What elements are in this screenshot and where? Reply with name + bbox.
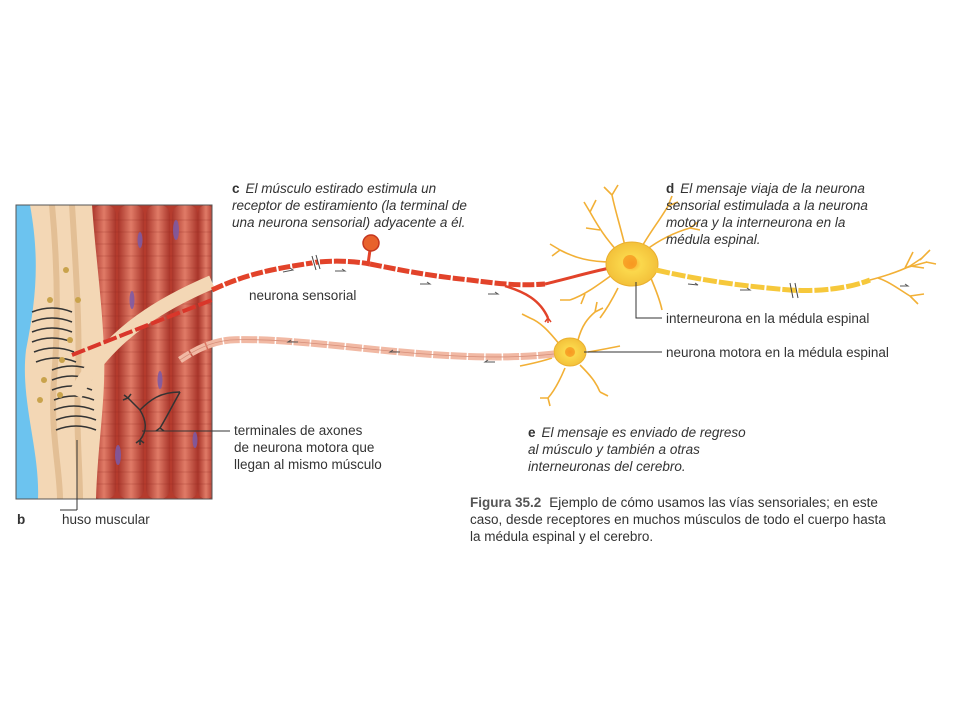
nerve-bundle — [68, 275, 215, 399]
caption-line-3: la médula espinal y el cerebro. — [470, 529, 654, 544]
panel-d-line-3: motora y la interneurona en la — [666, 215, 846, 230]
muscle-spindle — [24, 205, 105, 499]
axon-terminals-label: terminales de axones de neurona motora q… — [234, 422, 382, 473]
panel-d-letter: d — [666, 181, 675, 196]
panel-e-line-3: interneuronas del cerebro. — [528, 459, 686, 474]
panel-e-line-1: El mensaje es enviado de regreso — [541, 425, 746, 440]
panel-e-line-2: al músculo y también a otras — [528, 442, 700, 457]
panel-c-line-2: receptor de estiramiento (la terminal de — [232, 198, 467, 213]
leader-lines — [60, 282, 662, 511]
interneuron-label: interneurona en la médula espinal — [666, 311, 870, 326]
panel-d-line-4: médula espinal. — [666, 232, 761, 247]
axon-terminals-line-2: de neurona motora que — [234, 440, 375, 455]
panel-c-letter: c — [232, 181, 240, 196]
sensory-neuron-label: neurona sensorial — [249, 288, 357, 303]
panel-c-line-3: una neurona sensorial) adyacente a él. — [232, 215, 466, 230]
panel-e-text: e El mensaje es enviado de regreso al mús… — [528, 424, 746, 475]
panel-d-line-2: sensorial estimulada a la neurona — [666, 198, 868, 213]
figure-caption: Figura 35.2 Ejemplo de cómo usamos las ví… — [470, 494, 940, 545]
caption-line-2: caso, desde receptores en muchos músculo… — [470, 512, 886, 527]
motor-axon-terminals — [122, 391, 181, 445]
muscle-fibers — [24, 205, 212, 499]
panel-d-line-1: El mensaje viaja de la neurona — [680, 181, 865, 196]
panel-b-letter: b — [17, 512, 26, 527]
caption-line-1: Ejemplo de cómo usamos las vías sensoria… — [549, 495, 878, 510]
interneuron — [549, 184, 937, 319]
panel-d-text: d El mensaje viaja de la neurona sensoria… — [666, 180, 868, 248]
sensory-neuron — [71, 234, 611, 357]
axon-terminals-line-1: terminales de axones — [234, 423, 363, 438]
panel-c-line-1: El músculo estirado estimula un — [245, 181, 437, 196]
axon-terminals-line-3: llegan al mismo músculo — [234, 457, 382, 472]
motor-neuron — [178, 301, 621, 407]
sensory-cell-body — [362, 234, 380, 252]
panel-c-text: c El músculo estirado estimula un recepto… — [232, 180, 467, 231]
muscle-spindle-label: huso muscular — [62, 512, 150, 527]
caption-label: Figura 35.2 — [470, 495, 542, 510]
motor-neuron-label: neurona motora en la médula espinal — [666, 345, 889, 360]
panel-e-letter: e — [528, 425, 536, 440]
